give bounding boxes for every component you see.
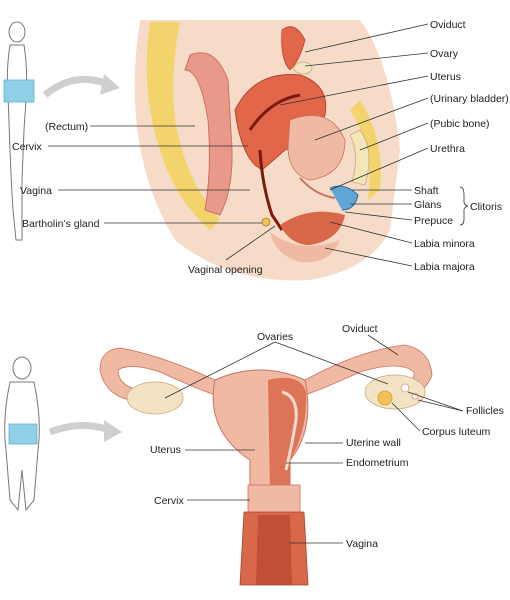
- leaders-bottom: [164, 334, 464, 544]
- oviduct-shape: [281, 26, 306, 71]
- label-vaginal-opening: Vaginal opening: [188, 264, 263, 276]
- region-highlight-box-2: [8, 423, 38, 445]
- label-follicles: Follicles: [466, 405, 504, 417]
- label-ovary: Ovary: [430, 48, 459, 60]
- region-highlight-box: [3, 79, 35, 103]
- label-cervix-top: Cervix: [12, 141, 43, 153]
- frontal-section: [99, 344, 433, 586]
- label-urinary-bladder: (Urinary bladder): [430, 93, 509, 105]
- silhouette-bottom: [4, 356, 40, 512]
- label-labia-minora: Labia minora: [414, 238, 475, 250]
- label-oviduct-top: Oviduct: [430, 19, 466, 31]
- label-rectum: (Rectum): [45, 121, 88, 133]
- silhouette-top: [3, 21, 35, 241]
- endometrium-line: [281, 390, 298, 471]
- label-oviduct-bottom: Oviduct: [342, 323, 378, 335]
- fat-layer-back: [146, 22, 220, 230]
- sagittal-section: [134, 20, 400, 281]
- leaders-top: [48, 23, 469, 267]
- clitoris-brace: [459, 186, 469, 226]
- uterus-shape: [234, 73, 327, 171]
- label-bartholins-gland: Bartholin’s gland: [22, 218, 100, 230]
- label-labia-majora: Labia majora: [414, 261, 475, 273]
- label-clitoris: Clitoris: [470, 201, 502, 213]
- right-ovary: [364, 374, 426, 410]
- labia-majora-shape: [270, 232, 340, 263]
- label-shaft: Shaft: [414, 185, 439, 197]
- pointer-arrow-bottom: [48, 422, 112, 436]
- follicle-1: [400, 383, 410, 393]
- fat-layer-front: [350, 100, 381, 200]
- pubic-bone-shape: [349, 129, 370, 186]
- pointer-arrowhead-top: [100, 74, 120, 95]
- follicle-2: [411, 392, 419, 400]
- label-prepuce: Prepuce: [414, 215, 453, 227]
- bartholins-gland-shape: [261, 217, 271, 227]
- label-ovaries: Ovaries: [257, 331, 293, 343]
- label-endometrium: Endometrium: [346, 457, 409, 469]
- labia-minora-shape: [280, 211, 345, 245]
- label-pubic-bone: (Pubic bone): [430, 118, 490, 130]
- pointer-arrow-top: [42, 75, 112, 98]
- vaginal-canal: [258, 149, 284, 231]
- label-vagina-bottom: Vagina: [346, 538, 378, 550]
- label-uterine-wall: Uterine wall: [346, 437, 401, 449]
- corpus-luteum-shape: [377, 390, 393, 406]
- label-urethra: Urethra: [430, 143, 465, 155]
- ovary-shape: [293, 61, 313, 75]
- bladder-shape: [287, 115, 346, 181]
- pointer-arrowhead-bottom: [104, 420, 122, 442]
- label-vagina-top: Vagina: [20, 185, 52, 197]
- left-ovary: [126, 381, 184, 415]
- label-uterus-bottom: Uterus: [150, 444, 181, 456]
- label-glans: Glans: [414, 199, 441, 211]
- label-cervix-bottom: Cervix: [154, 495, 185, 507]
- cervix-shape: [247, 484, 301, 516]
- urethra-shape: [299, 177, 336, 199]
- rectum-shape: [184, 52, 233, 216]
- label-corpus-luteum: Corpus luteum: [422, 426, 491, 438]
- label-uterus-top: Uterus: [430, 71, 461, 83]
